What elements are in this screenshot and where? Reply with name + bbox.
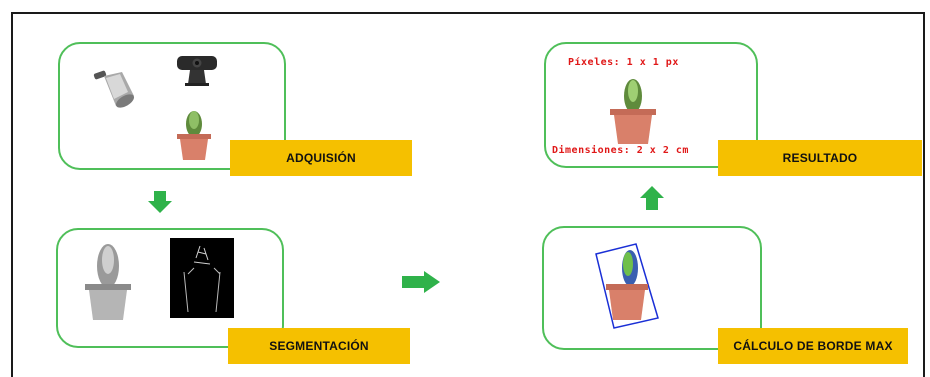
edges-image bbox=[170, 238, 234, 318]
pixels-readout: Píxeles: 1 x 1 px bbox=[568, 57, 679, 68]
bbox-cactus-image bbox=[592, 240, 668, 330]
segmentation-label: SEGMENTACIÓN bbox=[228, 328, 410, 364]
gray-cactus-image bbox=[82, 240, 134, 324]
arrow-up-icon bbox=[640, 186, 664, 210]
result-label: RESULTADO bbox=[718, 140, 922, 176]
diagram-frame bbox=[11, 12, 925, 377]
lamp-icon bbox=[92, 66, 138, 110]
edge-label: CÁLCULO DE BORDE MAX bbox=[718, 328, 908, 364]
arrow-right-icon bbox=[402, 271, 440, 293]
arrow-down-icon bbox=[148, 191, 172, 213]
dimensions-readout: Dimensiones: 2 x 2 cm bbox=[552, 145, 689, 156]
webcam-icon bbox=[175, 54, 219, 88]
result-cactus-image bbox=[606, 76, 660, 146]
acquisition-label: ADQUISIÓN bbox=[230, 140, 412, 176]
cactus-pot-icon bbox=[174, 108, 214, 162]
